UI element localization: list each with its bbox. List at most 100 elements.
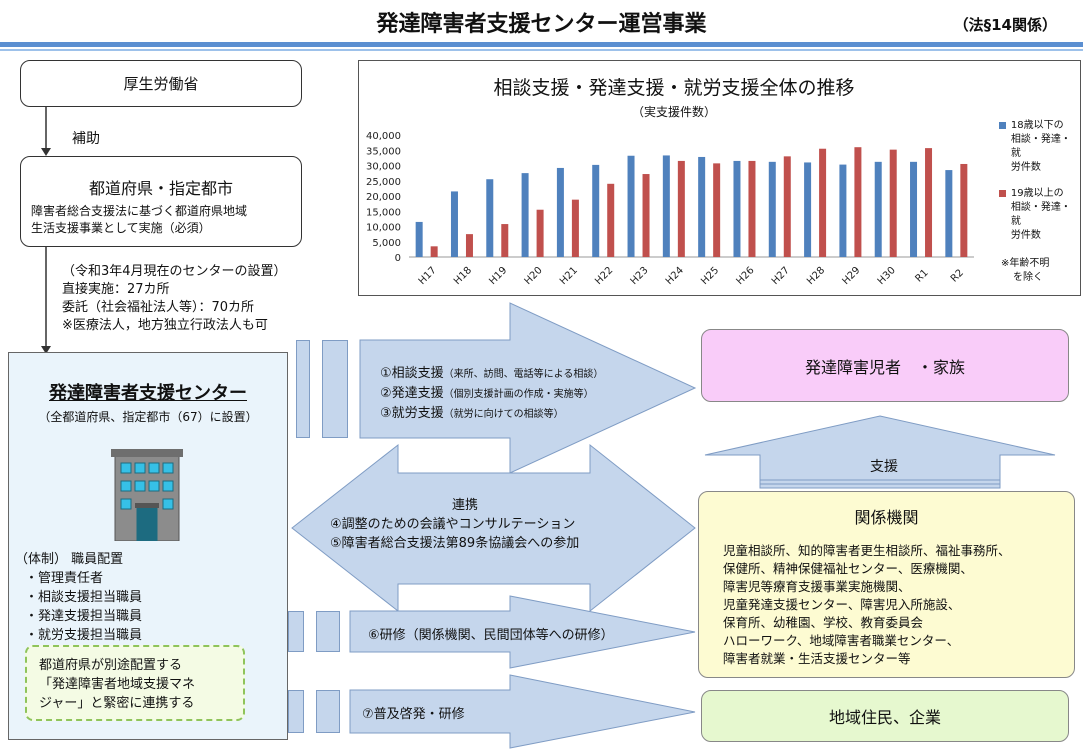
- bar-over19: [465, 234, 473, 257]
- legend-line: 19歳以上の: [1010, 188, 1064, 199]
- x-tick-label: H23: [629, 265, 651, 287]
- stripe-bar: [316, 611, 340, 652]
- legend-swatch-red: [999, 190, 1006, 197]
- bar-under18: [521, 173, 529, 257]
- staff-header: （体制） 職員配置: [15, 552, 124, 567]
- manager-note: 都道府県が別途配置する 「発達障害者地域支援マネ ジャー」と緊密に連携する: [25, 645, 245, 721]
- header-divider-thin: [0, 49, 1083, 51]
- bar-under18: [450, 191, 458, 257]
- residents-label: 地域住民、企業: [828, 708, 941, 727]
- bar-over19: [536, 209, 544, 257]
- staff-item: ・相談支援担当職員: [25, 590, 143, 605]
- staff-item: ・管理責任者: [25, 571, 104, 586]
- agencies-box: 関係機関 児童相談所、知的障害者更生相談所、福祉事務所、 保健所、精神保健福祉セ…: [698, 491, 1075, 678]
- prefecture-desc-1: 障害者総合支援法に基づく都道府県地域: [31, 204, 248, 218]
- agency-line: 障害児等療育支援事業実施機関、: [723, 579, 911, 594]
- bar-under18: [698, 156, 706, 257]
- y-tick-label: 20,000: [366, 192, 401, 203]
- bar-under18: [592, 164, 600, 257]
- stripe-bar: [288, 690, 304, 733]
- y-tick-label: 40,000: [366, 131, 401, 142]
- agency-line: 保育所、幼稚園、学校、教育委員会: [723, 615, 924, 630]
- bar-under18: [733, 160, 741, 257]
- training-arrow-shape: [349, 595, 696, 669]
- x-tick-label: H22: [593, 265, 615, 287]
- stripe-bar: [288, 611, 304, 652]
- y-tick-label: 10,000: [366, 223, 401, 234]
- stripe-bar: [316, 690, 340, 733]
- x-tick-label: R2: [949, 267, 966, 284]
- bar-under18: [662, 155, 670, 257]
- bar-over19: [571, 199, 579, 257]
- setup-line: （令和3年4月現在のセンターの設置）: [62, 264, 287, 279]
- header-divider: [0, 42, 1083, 47]
- legend-line: 18歳以下の: [1010, 120, 1064, 131]
- bar-under18: [486, 179, 494, 257]
- agencies-title: 関係機関: [854, 508, 919, 527]
- bar-under18: [627, 155, 635, 257]
- bar-over19: [748, 160, 756, 257]
- ministry-label: 厚生労働省: [123, 75, 199, 93]
- manager-note-line: ジャー」と緊密に連携する: [39, 696, 195, 711]
- building-icon: [111, 449, 183, 541]
- y-tick-label: 30,000: [366, 162, 401, 173]
- y-tick-label: 5,000: [372, 238, 401, 249]
- legend-line: 労件数: [1010, 230, 1041, 241]
- support-3-note: （就労に向けての相談等）: [443, 409, 564, 420]
- bar-under18: [839, 164, 847, 257]
- bar-over19: [677, 160, 685, 257]
- y-tick-label: 0: [395, 253, 401, 264]
- prefecture-title: 都道府県・指定都市: [88, 179, 233, 198]
- agency-line: 児童相談所、知的障害者更生相談所、福祉事務所、: [723, 543, 1011, 558]
- center-title: 発達障害者支援センター: [49, 383, 247, 404]
- y-tick-label: 25,000: [366, 177, 401, 188]
- bar-over19: [854, 147, 862, 257]
- law-reference: （法§14関係）: [953, 16, 1057, 34]
- bar-over19: [607, 183, 615, 257]
- family-box: 発達障害児者 ・家族: [701, 329, 1069, 402]
- bar-over19: [430, 246, 438, 257]
- y-tick-label: 15,000: [366, 207, 401, 218]
- legend-line: 労件数: [1010, 162, 1041, 173]
- coop-title: 連携: [451, 498, 478, 513]
- chart-title: 相談支援・発達支援・就労支援全体の推移: [493, 77, 855, 99]
- bar-over19: [642, 174, 650, 257]
- residents-box: 地域住民、企業: [701, 690, 1069, 742]
- support-up-arrow-shape: [704, 415, 1056, 489]
- x-tick-label: H28: [805, 265, 827, 287]
- agency-line: 児童発達支援センター、障害児入所施設、: [723, 597, 961, 612]
- bar-over19: [501, 224, 509, 257]
- coop-item: ⑤障害者総合支援法第89条協議会への参加: [330, 536, 580, 551]
- agency-line: 障害者就業・生活支援センター等: [723, 651, 911, 666]
- prefecture-box: 都道府県・指定都市 障害者総合支援法に基づく都道府県地域 生活支援事業として実施…: [20, 156, 302, 247]
- x-tick-label: H20: [523, 265, 545, 287]
- staff-block: （体制） 職員配置 ・管理責任者 ・相談支援担当職員 ・発達支援担当職員 ・就労…: [15, 550, 142, 645]
- chart-note-line: を除く: [1013, 272, 1043, 283]
- bar-under18: [945, 170, 953, 257]
- awareness-arrow-shape: [349, 674, 696, 749]
- x-tick-label: H26: [734, 265, 756, 287]
- x-tick-label: R1: [913, 267, 930, 284]
- bar-over19: [819, 148, 827, 257]
- awareness-label: ⑦普及啓発・研修: [362, 707, 465, 722]
- staff-item: ・就労支援担当職員: [25, 628, 143, 643]
- x-tick-label: H19: [487, 265, 509, 287]
- stripe-bar: [296, 340, 310, 438]
- support-2-note: （個別支援計画の作成・実施等）: [443, 389, 594, 400]
- training-label: ⑥研修（関係機関、民間団体等への研修）: [368, 628, 614, 643]
- chart-plot: 40,000 35,000 30,000 25,000 20,000 15,000 10,0…: [366, 131, 974, 287]
- bar-under18: [768, 161, 776, 257]
- legend-swatch-blue: [999, 122, 1006, 129]
- x-tick-label: H30: [876, 265, 898, 287]
- staff-item: ・発達支援担当職員: [25, 609, 143, 624]
- family-label: 発達障害児者 ・家族: [804, 357, 965, 377]
- y-tick-label: 35,000: [366, 146, 401, 157]
- x-tick-label: H24: [664, 265, 686, 287]
- support-2: ②発達支援: [380, 386, 444, 401]
- x-tick-label: H21: [558, 265, 580, 287]
- bar-under18: [415, 221, 423, 257]
- arrow-head: [41, 148, 51, 156]
- agency-line: 保健所、精神保健福祉センター、医療機関、: [723, 561, 973, 576]
- bar-under18: [874, 161, 882, 257]
